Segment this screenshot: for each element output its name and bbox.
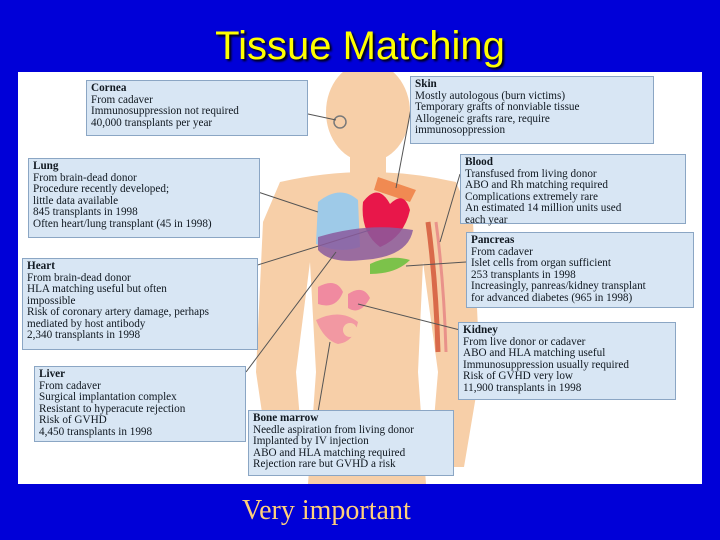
lung-line: Procedure recently developed;: [33, 183, 170, 195]
kidney-icon: [318, 283, 461, 331]
skin-line: immunosoppression: [415, 124, 506, 136]
blood-heading: Blood: [465, 156, 493, 168]
blood-line: Complications extremely rare: [465, 190, 598, 203]
cornea-heading: Cornea: [91, 82, 127, 94]
kidney-line: Risk of GVHD very low: [463, 370, 574, 382]
lung-line: From brain-dead donor: [33, 171, 137, 184]
body-silhouette: [256, 72, 480, 484]
heart-line: mediated by host antibody: [27, 317, 146, 330]
skin-heading: Skin: [415, 78, 437, 90]
liver-line: Risk of GVHD: [39, 414, 107, 426]
blood-line: Transfused from living donor: [465, 167, 597, 180]
heart-line: HLA matching useful but often: [27, 283, 167, 295]
skin-line: Temporary grafts of nonviable tissue: [415, 101, 580, 113]
pancreas-line: From cadaver: [471, 245, 533, 258]
heart-line: From brain-dead donor: [27, 271, 131, 284]
arm-vessel-icon: [425, 173, 461, 353]
liver-icon: [245, 227, 413, 373]
kidney-line: From live donor or cadaver: [463, 335, 586, 348]
lung-line: 845 transplants in 1998: [33, 206, 138, 218]
kidney-line: Immunosuppression usually required: [463, 358, 629, 371]
slide-caption: Very important: [242, 495, 411, 526]
bone-marrow-line: Implanted by IV injection: [253, 435, 369, 447]
heart-line: 2,340 transplants in 1998: [27, 329, 141, 341]
pancreas-icon: [370, 257, 467, 274]
liver-line: From cadaver: [39, 379, 101, 392]
cornea-line: 40,000 transplants per year: [91, 116, 213, 129]
kidney-heading: Kidney: [463, 324, 498, 336]
lung-info-box: Lung From brain-dead donor Procedure rec…: [28, 158, 260, 238]
skin-info-box: Skin Mostly autologous (burn victims) Te…: [410, 76, 654, 144]
kidney-line: 11,900 transplants in 1998: [463, 381, 582, 394]
cornea-line: From cadaver: [91, 93, 153, 106]
cornea-info-box: Cornea From cadaver Immunosuppression no…: [86, 80, 308, 136]
diagram-panel: Cornea From cadaver Immunosuppression no…: [18, 72, 702, 484]
blood-line: An estimated 14 million units used: [465, 202, 622, 214]
pancreas-info-box: Pancreas From cadaver Islet cells from o…: [466, 232, 694, 308]
bone-marrow-heading: Bone marrow: [253, 412, 319, 424]
pancreas-line: Islet cells from organ sufficient: [471, 257, 612, 269]
bone-marrow-line: Needle aspiration from living donor: [253, 423, 414, 436]
lung-heading: Lung: [33, 160, 59, 172]
blood-line: each year: [465, 213, 508, 226]
kidney-info-box: Kidney From live donor or cadaver ABO an…: [458, 322, 676, 400]
pelvis-bone-icon: [316, 314, 358, 413]
heart-line: Risk of coronary artery damage, perhaps: [27, 306, 210, 318]
bone-marrow-info-box: Bone marrow Needle aspiration from livin…: [248, 410, 454, 476]
pancreas-line: for advanced diabetes (965 in 1998): [471, 291, 633, 304]
liver-heading: Liver: [39, 368, 66, 380]
cornea-line: Immunosuppression not required: [91, 105, 239, 117]
pancreas-heading: Pancreas: [471, 234, 515, 246]
heart-line: impossible: [27, 294, 76, 307]
lung-line: little data available: [33, 194, 119, 207]
skin-line: Allogeneic grafts rare, require: [415, 112, 550, 125]
kidney-line: ABO and HLA matching useful: [463, 347, 606, 359]
heart-heading: Heart: [27, 260, 55, 272]
lung-line: Often heart/lung transplant (45 in 1998): [33, 217, 212, 230]
skin-line: Mostly autologous (burn victims): [415, 89, 566, 102]
pancreas-line: 253 transplants in 1998: [471, 268, 576, 281]
pancreas-line: Increasingly, panreas/kidney transplant: [471, 280, 646, 292]
liver-info-box: Liver From cadaver Surgical implantation…: [34, 366, 246, 442]
bone-marrow-line: Rejection rare but GVHD a risk: [253, 458, 396, 470]
heart-info-box: Heart From brain-dead donor HLA matching…: [22, 258, 258, 350]
liver-line: 4,450 transplants in 1998: [39, 425, 153, 438]
human-body-illustration: [245, 72, 480, 484]
bone-marrow-line: ABO and HLA matching required: [253, 446, 406, 459]
slide-title: Tissue Matching: [215, 24, 505, 68]
liver-line: Resistant to hyperacute rejection: [39, 402, 186, 415]
blood-line: ABO and Rh matching required: [465, 179, 608, 191]
blood-info-box: Blood Transfused from living donor ABO a…: [460, 154, 686, 226]
liver-line: Surgical implantation complex: [39, 391, 177, 403]
